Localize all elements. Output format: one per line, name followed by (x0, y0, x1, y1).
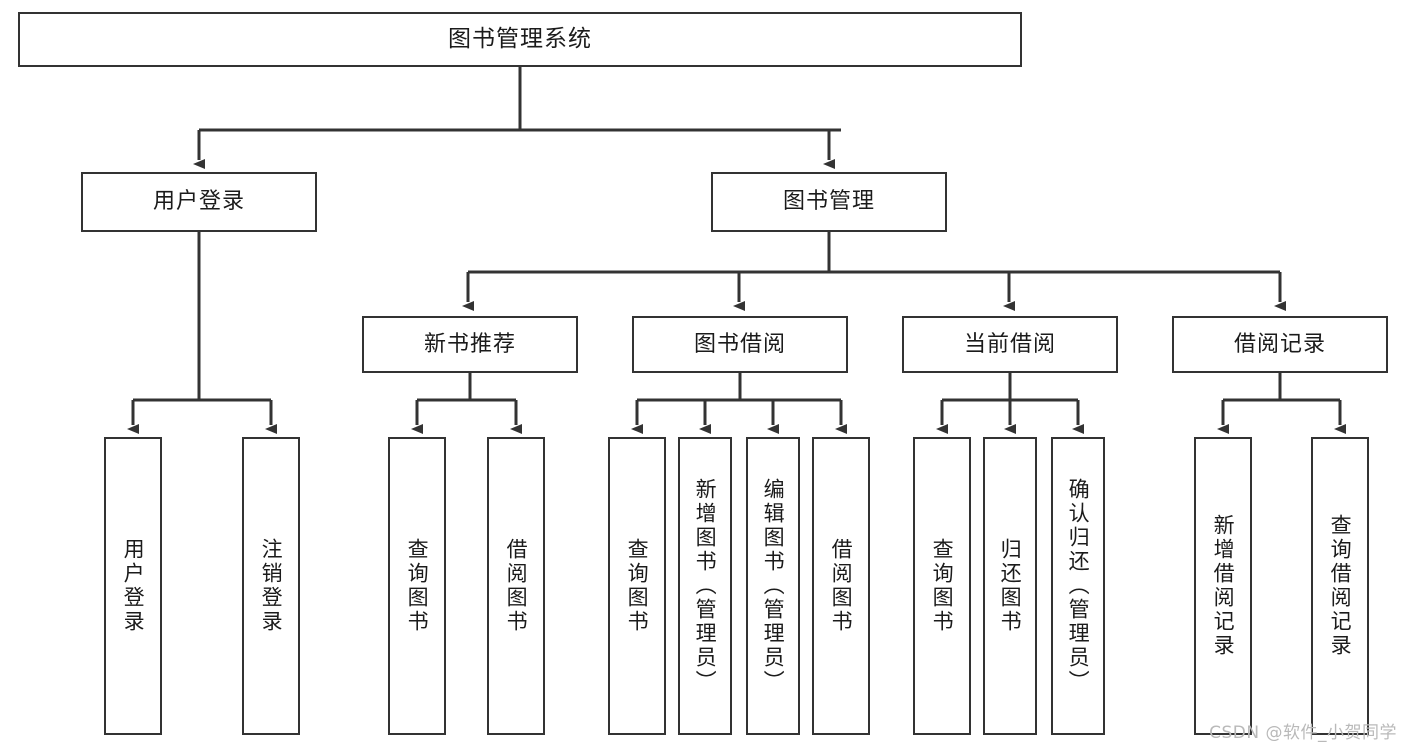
node-leaf-query-borrow-record-label: 查询借阅记录 (1328, 514, 1353, 658)
node-leaf-borrow-book-2[interactable]: 借阅图书 (812, 437, 870, 735)
node-leaf-query-book-3[interactable]: 查询图书 (913, 437, 971, 735)
node-new-book-rec[interactable]: 新书推荐 (362, 316, 578, 373)
node-current-borrow[interactable]: 当前借阅 (902, 316, 1118, 373)
node-leaf-query-book-1-label: 查询图书 (405, 538, 430, 634)
node-leaf-query-book-1[interactable]: 查询图书 (388, 437, 446, 735)
node-leaf-edit-book-admin-label: 编辑图书（管理员） (761, 478, 786, 694)
node-new-book-rec-label: 新书推荐 (423, 331, 516, 357)
node-leaf-query-book-2-label: 查询图书 (625, 538, 650, 634)
node-leaf-edit-book-admin[interactable]: 编辑图书（管理员） (746, 437, 800, 735)
node-book-borrow-label: 图书借阅 (693, 331, 786, 357)
node-book-borrow[interactable]: 图书借阅 (632, 316, 848, 373)
csdn-watermark: CSDN @软件_小贺同学 (1209, 723, 1397, 743)
node-borrow-record[interactable]: 借阅记录 (1172, 316, 1388, 373)
node-leaf-add-book-admin[interactable]: 新增图书（管理员） (678, 437, 732, 735)
node-leaf-borrow-book-2-label: 借阅图书 (829, 538, 854, 634)
node-leaf-add-borrow-record[interactable]: 新增借阅记录 (1194, 437, 1252, 735)
node-leaf-confirm-return-admin-label: 确认归还（管理员） (1066, 478, 1091, 694)
node-leaf-user-login[interactable]: 用户登录 (104, 437, 162, 735)
node-book-manage-label: 图书管理 (782, 189, 875, 215)
node-leaf-query-book-3-label: 查询图书 (930, 538, 955, 634)
node-leaf-borrow-book-1-label: 借阅图书 (504, 538, 529, 634)
node-borrow-record-label: 借阅记录 (1233, 331, 1326, 357)
node-leaf-user-login-label: 用户登录 (121, 538, 146, 634)
node-root[interactable]: 图书管理系统 (18, 12, 1022, 67)
node-leaf-confirm-return-admin[interactable]: 确认归还（管理员） (1051, 437, 1105, 735)
node-user-login-label: 用户登录 (152, 189, 245, 215)
node-leaf-add-book-admin-label: 新增图书（管理员） (693, 478, 718, 694)
node-leaf-borrow-book-1[interactable]: 借阅图书 (487, 437, 545, 735)
node-leaf-return-book[interactable]: 归还图书 (983, 437, 1037, 735)
node-leaf-logout-login-label: 注销登录 (259, 538, 284, 634)
node-book-manage[interactable]: 图书管理 (711, 172, 947, 232)
node-leaf-query-book-2[interactable]: 查询图书 (608, 437, 666, 735)
node-user-login[interactable]: 用户登录 (81, 172, 317, 232)
node-current-borrow-label: 当前借阅 (963, 331, 1056, 357)
node-leaf-query-borrow-record[interactable]: 查询借阅记录 (1311, 437, 1369, 735)
node-leaf-add-borrow-record-label: 新增借阅记录 (1211, 514, 1236, 658)
node-leaf-return-book-label: 归还图书 (998, 538, 1023, 634)
node-root-label: 图书管理系统 (448, 26, 592, 53)
node-leaf-logout-login[interactable]: 注销登录 (242, 437, 300, 735)
